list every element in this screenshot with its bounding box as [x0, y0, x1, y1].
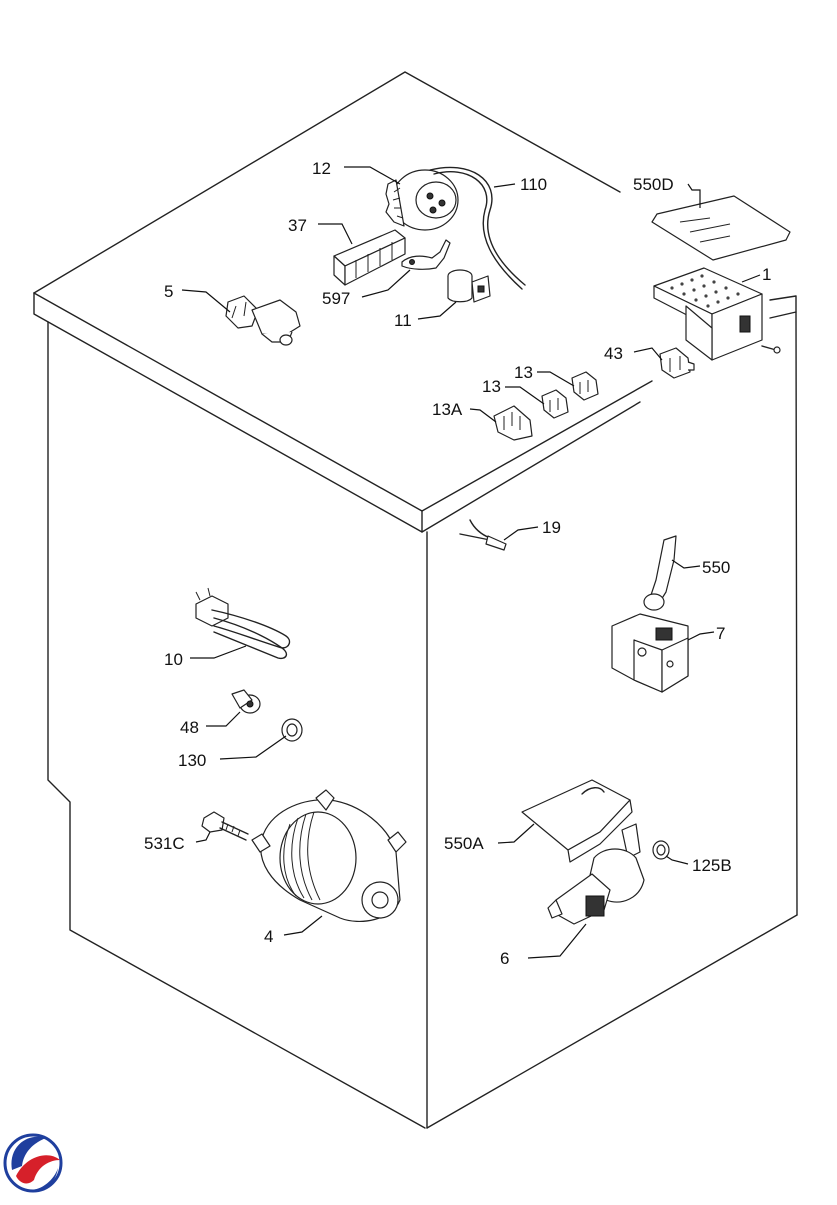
label-37: 37	[288, 216, 307, 235]
label-550: 550	[702, 558, 730, 577]
part-5-inlet-valve	[225, 295, 301, 346]
part-12-programme-selector	[385, 169, 459, 231]
part-43-switch	[659, 347, 695, 379]
part-7-door-lock	[611, 613, 689, 693]
label-1: 1	[762, 265, 771, 284]
cabinet-outline	[33, 71, 798, 1129]
part-37-connector-block	[333, 229, 406, 286]
label-550a: 550A	[444, 834, 484, 853]
part-110-tube	[429, 166, 526, 290]
part-13-connector-a	[571, 371, 599, 401]
label-48: 48	[180, 718, 199, 737]
part-11-capacitor	[447, 269, 491, 303]
label-130: 130	[178, 751, 206, 770]
part-597-clip	[401, 239, 451, 270]
part-13-connector-b	[541, 389, 569, 419]
label-11: 11	[394, 311, 412, 330]
label-13a: 13A	[432, 400, 463, 419]
logo-blue-swirl	[11, 1136, 46, 1170]
part-550a-cover	[521, 779, 633, 863]
part-6-drain-pump	[547, 823, 645, 925]
label-43: 43	[604, 344, 623, 363]
label-531c: 531C	[144, 834, 185, 853]
part-130-bushing	[281, 718, 303, 742]
brand-swirl-logo-icon	[3, 1133, 63, 1193]
part-4-motor	[251, 789, 407, 922]
label-4: 4	[264, 927, 273, 946]
part-550d-cover-plate	[651, 195, 791, 261]
label-19: 19	[542, 518, 561, 537]
logo-red-swirl	[16, 1155, 60, 1184]
label-7: 7	[716, 624, 725, 643]
part-550-lever	[643, 535, 677, 611]
label-12: 12	[312, 159, 331, 178]
part-125b-o-ring	[652, 840, 670, 860]
part-labels: 12 110 550D 37 1 5 597 11 43 13 13 13A 1…	[144, 159, 771, 968]
part-19-sensor	[459, 519, 507, 551]
part-48-thermostat	[231, 689, 261, 714]
label-5: 5	[164, 282, 173, 301]
label-597: 597	[322, 289, 350, 308]
leader-lines	[181, 166, 761, 959]
label-550d: 550D	[633, 175, 674, 194]
label-6: 6	[500, 949, 509, 968]
part-531c-bolt	[201, 811, 249, 841]
part-1-electronic-module	[653, 267, 781, 361]
label-125b: 125B	[692, 856, 732, 875]
label-10: 10	[164, 650, 183, 669]
label-13-lower: 13	[482, 377, 501, 396]
label-110: 110	[520, 175, 547, 194]
part-13a-connector	[493, 405, 533, 441]
part-10-heating-element	[195, 587, 291, 660]
label-13-upper: 13	[514, 363, 533, 382]
logo-blue-tail	[30, 1168, 58, 1191]
